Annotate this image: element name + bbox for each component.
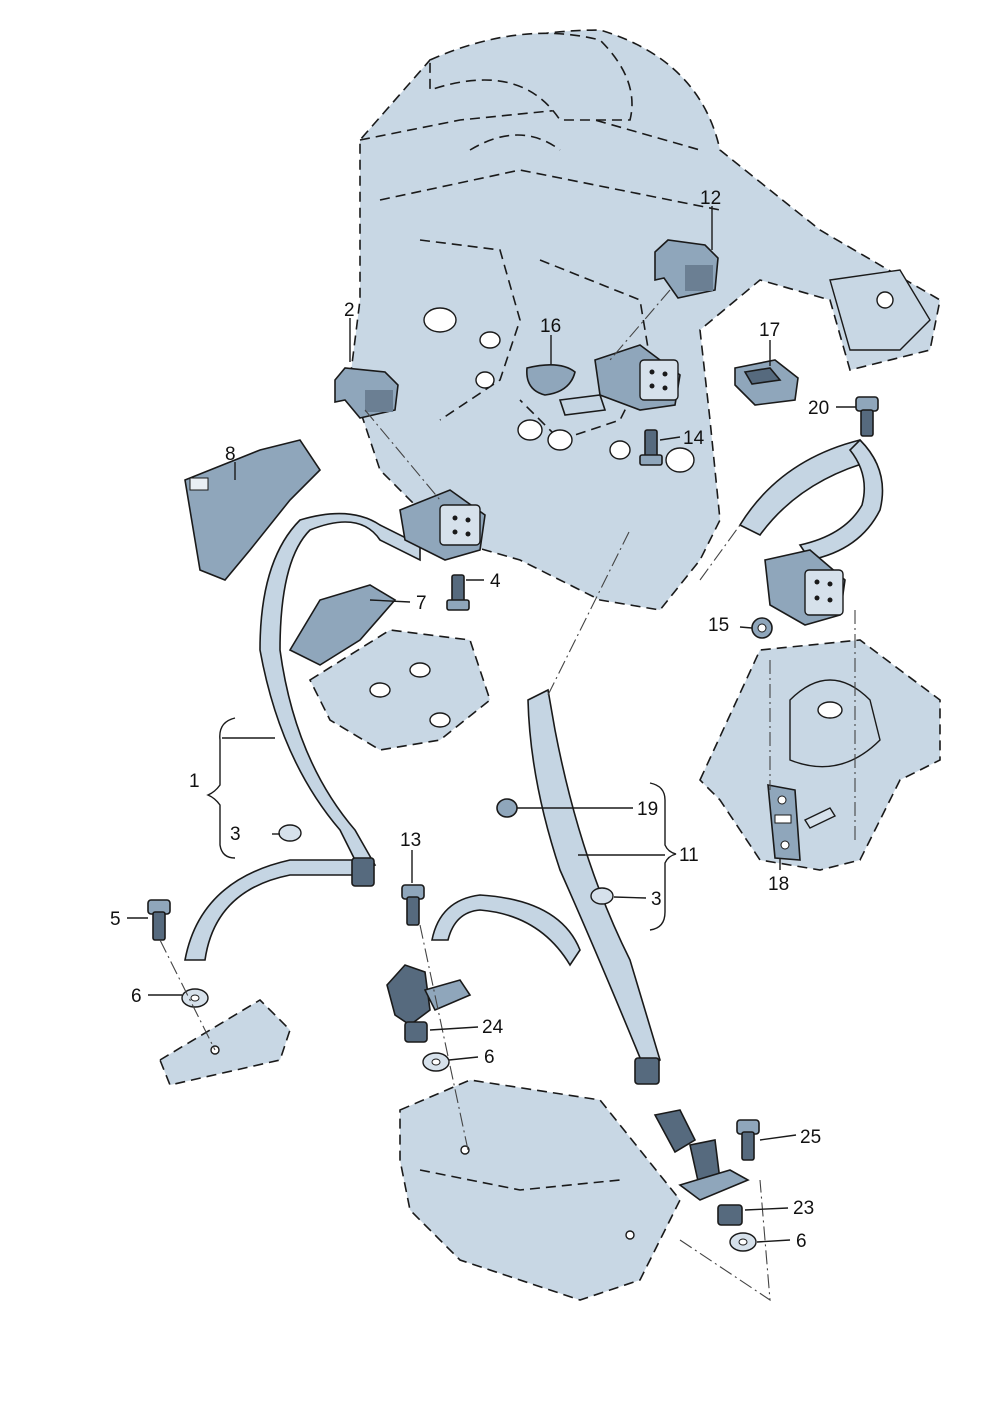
nut-15 — [751, 617, 773, 639]
bolt-14 — [639, 429, 663, 466]
callout-19: 19 — [637, 799, 658, 820]
right-retractor — [764, 549, 846, 626]
guide-7 — [288, 584, 397, 666]
callout-2: 2 — [344, 300, 355, 321]
bolt-20 — [855, 396, 879, 437]
rear-body-panel — [349, 29, 941, 611]
callout-24: 24 — [482, 1017, 504, 1038]
callout-23: 23 — [793, 1198, 814, 1219]
callout-7: 7 — [416, 593, 427, 614]
buckle-24 — [386, 964, 472, 1043]
callout-20: 20 — [808, 398, 829, 419]
callout-5: 5 — [110, 909, 121, 930]
clip-3-left — [278, 824, 302, 842]
left-retractor — [399, 489, 486, 561]
washer-6-left — [181, 988, 209, 1008]
trim-panel-8 — [184, 439, 322, 581]
button-cap-16 — [526, 364, 576, 396]
right-body-panel — [699, 639, 941, 871]
buckle-23 — [653, 1109, 750, 1226]
callout-3-right: 3 — [651, 889, 662, 910]
left-seat-belt — [184, 512, 421, 961]
floor-shelf-mid — [308, 629, 491, 751]
callout-6-left: 6 — [131, 986, 142, 1007]
callout-15: 15 — [708, 615, 729, 636]
callout-11: 11 — [679, 845, 699, 866]
bolt-4 — [446, 574, 470, 611]
callout-25: 25 — [800, 1127, 821, 1148]
clip-3-right — [590, 887, 614, 905]
callout-17: 17 — [759, 320, 780, 341]
callout-16: 16 — [540, 316, 561, 337]
callout-4: 4 — [490, 571, 501, 592]
clip-19 — [496, 798, 518, 818]
bolt-25 — [736, 1119, 760, 1161]
callout-6-center: 6 — [484, 1047, 495, 1068]
callout-6-right: 6 — [796, 1231, 807, 1252]
callout-8: 8 — [225, 444, 236, 465]
washer-6-right — [729, 1232, 757, 1252]
washer-6-center — [422, 1052, 450, 1072]
callout-12: 12 — [700, 188, 721, 209]
callout-labels: 1 2 3 3 4 5 6 6 6 7 8 11 12 13 14 15 16 … — [110, 188, 829, 1252]
cover-cap-12 — [654, 239, 719, 299]
bolt-5 — [147, 899, 171, 941]
assembly-lines — [159, 289, 856, 1302]
plate-18 — [767, 784, 837, 861]
center-retractor — [558, 344, 681, 416]
right-seat-belt — [738, 438, 884, 561]
center-seat-belt — [431, 688, 661, 1085]
bolt-13 — [401, 884, 425, 926]
left-floor-panel — [159, 998, 291, 1086]
callout-14: 14 — [683, 428, 705, 449]
callout-3-left: 3 — [230, 824, 241, 845]
callout-18: 18 — [768, 874, 789, 895]
cover-cap-2 — [334, 367, 399, 419]
center-floor-panel — [399, 1079, 681, 1301]
cover-17 — [734, 359, 799, 406]
callout-13: 13 — [400, 830, 421, 851]
callout-1: 1 — [189, 771, 200, 792]
leader-lines — [127, 206, 856, 1243]
